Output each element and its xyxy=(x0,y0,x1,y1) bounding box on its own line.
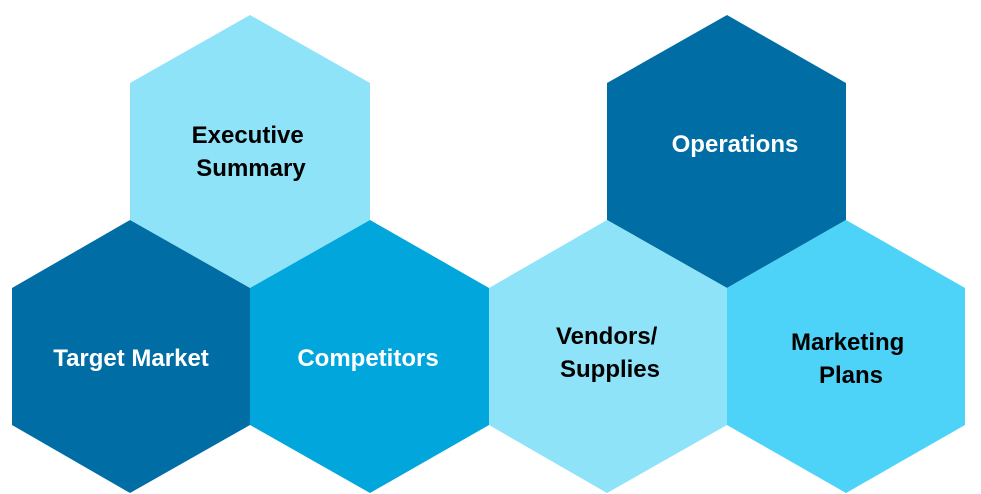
hexagon-marketing-plans: Marketing Plans xyxy=(727,220,965,493)
hexagon-vendors-supplies: Vendors/ Supplies xyxy=(489,220,727,493)
hexagon-shape-operations xyxy=(607,15,846,288)
hexagon-competitors: Competitors xyxy=(250,220,489,493)
hexagon-shape-vendors-supplies xyxy=(489,220,727,493)
hexagon-executive-summary: Executive Summary xyxy=(130,15,370,288)
hexagon-shape-competitors xyxy=(250,220,489,493)
hexagon-target-market: Target Market xyxy=(12,220,250,493)
hexagon-label-vendors-supplies: Vendors/ Supplies xyxy=(556,323,664,383)
hexagon-label-competitors: Competitors xyxy=(297,345,438,372)
hexagon-label-target-market: Target Market xyxy=(53,345,209,372)
hexagon-label-operations: Operations xyxy=(672,131,799,158)
hexagon-shape-target-market xyxy=(12,220,250,493)
hexagon-shape-executive-summary xyxy=(130,15,370,288)
hexagon-label-marketing-plans: Marketing Plans xyxy=(791,329,911,389)
hexagon-operations: Operations xyxy=(607,15,846,288)
hexagon-shape-marketing-plans xyxy=(727,220,965,493)
hexagon-label-executive-summary: Executive Summary xyxy=(192,122,311,182)
